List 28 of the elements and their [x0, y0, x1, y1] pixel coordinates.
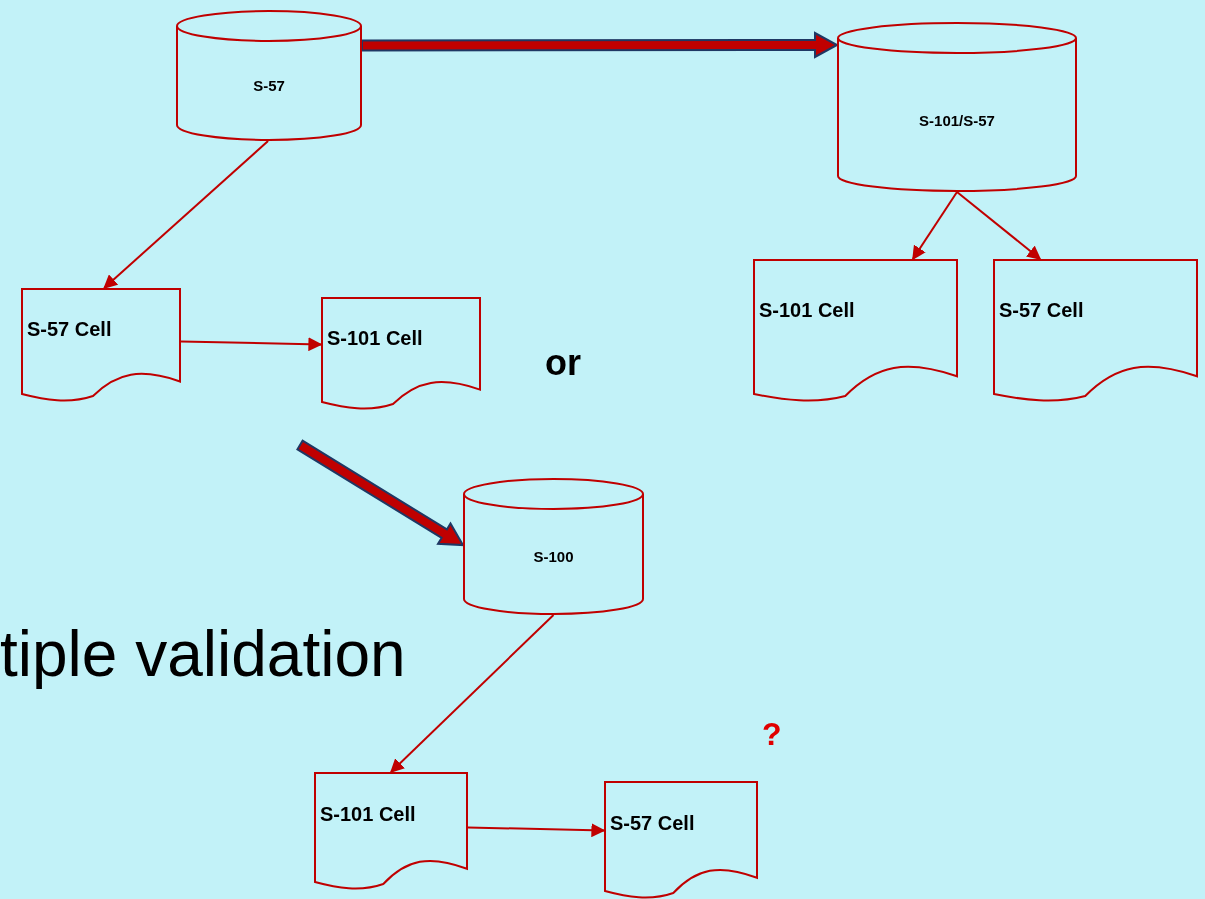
document-shape	[21, 288, 181, 402]
question-mark: ?	[762, 718, 782, 750]
connector-word: or	[545, 345, 581, 381]
node-label: S-57 Cell	[27, 317, 112, 343]
arrow	[911, 191, 958, 261]
node-label: S-101 Cell	[320, 802, 416, 828]
node-label: S-101 Cell	[759, 298, 855, 324]
arrow	[467, 823, 606, 838]
arrow	[956, 191, 1042, 260]
block-arrow	[361, 31, 840, 59]
node-label: S-57	[252, 75, 286, 96]
arrow	[103, 140, 270, 289]
document-shape	[321, 297, 481, 410]
document-shape	[604, 781, 758, 899]
database-cylinder	[837, 22, 1077, 192]
node-label: S-101/S-57	[918, 110, 996, 131]
database-cylinder	[463, 478, 644, 615]
node-label: S-100	[532, 547, 575, 568]
arrow	[390, 614, 555, 773]
node-label: S-57 Cell	[999, 298, 1084, 324]
arrow	[180, 337, 323, 352]
document-shape	[314, 772, 468, 890]
block-arrow	[296, 439, 465, 547]
document-shape	[993, 259, 1198, 402]
document-shape	[753, 259, 958, 402]
node-label: S-57 Cell	[610, 811, 695, 837]
node-label: S-101 Cell	[327, 325, 423, 351]
database-cylinder	[176, 10, 362, 141]
